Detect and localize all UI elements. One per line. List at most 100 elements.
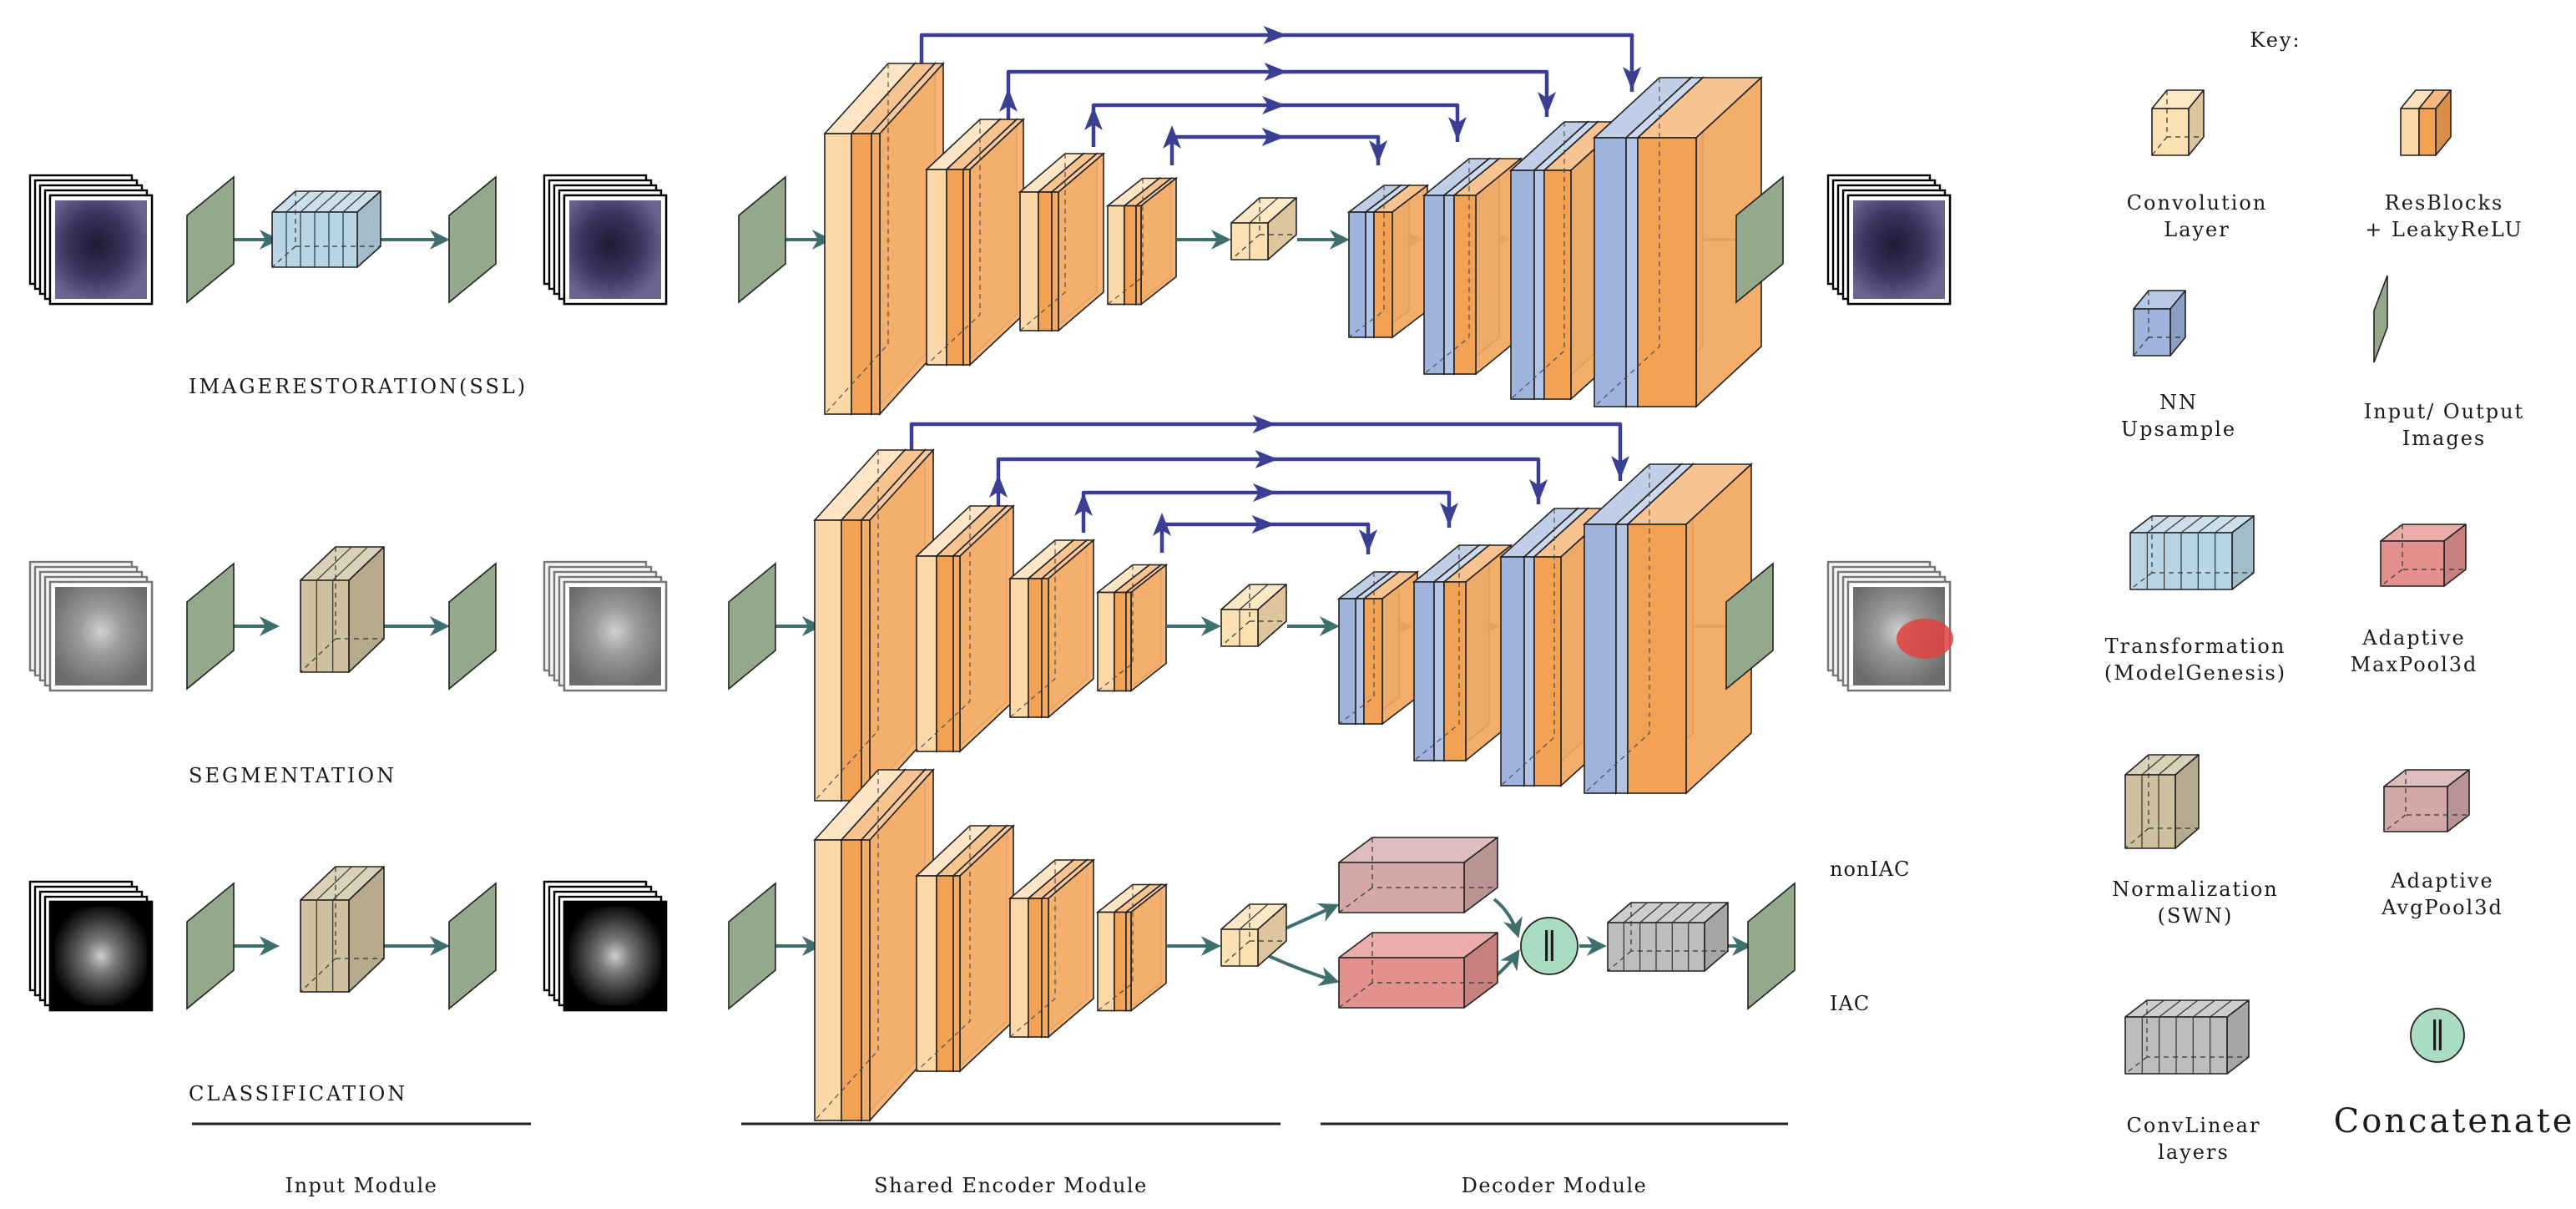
- cls-bottleneck-conv: [1220, 903, 1287, 967]
- ssl-output-image-stack: [1826, 174, 1952, 306]
- key-sublabel-avgpool: AvgPool3d: [2381, 896, 2503, 919]
- seg-input-image-stack: [28, 560, 154, 692]
- ssl-decoder-layer-2: [1422, 157, 1523, 376]
- key-sublabel-normalization: (SWN): [2158, 904, 2234, 928]
- ssl-output-panel: [1735, 175, 1784, 304]
- seg-encoder-layer-2-part: [951, 504, 1016, 753]
- seg-encoder-input-panel: [728, 562, 776, 690]
- key-icon-maxpool: [2380, 524, 2467, 587]
- ssl-encoder-layer-4-part: [1134, 176, 1179, 306]
- seg-skip-2-head-up: [989, 474, 1008, 498]
- cls-normalization-block: [300, 866, 385, 993]
- key-title: Key:: [2250, 28, 2301, 52]
- ssl-transformed-image-stack: [543, 174, 668, 306]
- seg-encoder-layer-4: [1095, 563, 1169, 693]
- seg-decoder-layer-1-part: [1361, 570, 1420, 726]
- key-sublabel-resblocks: + LeakyReLU: [2365, 218, 2523, 241]
- cls-concatenate-symbol: ∥: [1542, 928, 1557, 966]
- seg-decoder-layer-4-part: [1625, 463, 1754, 795]
- seg-encoder-layer-3: [1008, 539, 1096, 719]
- row-title-segmentation: SEGMENTATION: [189, 764, 397, 787]
- seg-decoder-layer-4: [1582, 463, 1754, 795]
- seg-decoder-layer-1: [1336, 570, 1420, 726]
- cls-encoder-input-panel: [728, 882, 776, 1010]
- seg-output-panel: [1725, 562, 1774, 690]
- ssl-skip-2-head-mid: [1264, 63, 1288, 81]
- ssl-input-panel: [186, 175, 235, 304]
- key-sublabel-transformation: (ModelGenesis): [2104, 661, 2286, 685]
- ssl-skip-1-head-mid: [1263, 26, 1287, 44]
- key-icon-convlinear: [2124, 999, 2250, 1075]
- ssl-encoder-layer-3: [1018, 152, 1106, 332]
- key-label-upsample: NN: [2159, 391, 2198, 414]
- key-label-normalization: Normalization: [2112, 878, 2279, 901]
- cls-avgpool-block: [1338, 837, 1498, 913]
- ssl-skip-3-head-up: [1084, 107, 1103, 130]
- seg-skip-3-head-mid: [1253, 483, 1276, 502]
- key-label-maxpool: Adaptive: [2361, 626, 2465, 650]
- ssl-decoder-layer-3: [1508, 120, 1627, 401]
- key-icon-convolution: [2151, 89, 2205, 156]
- key-label-convlinear: ConvLinear: [2127, 1114, 2261, 1137]
- ssl-decoder-layer-1-part: [1371, 184, 1430, 339]
- ssl-decoder-layer-4-part: [1635, 76, 1764, 408]
- output-label-iac: IAC: [1830, 992, 1870, 1015]
- key-label-resblocks: ResBlocks: [2385, 191, 2504, 215]
- seg-skip-3-head-down: [1440, 503, 1458, 526]
- cls-encoder-layer-4-part: [1124, 883, 1169, 1013]
- key-icon-transformation: [2129, 515, 2255, 590]
- key-sublabel-convlinear: layers: [2158, 1141, 2230, 1164]
- cls-encoder-layer-2: [914, 824, 1016, 1073]
- ssl-input-image-stack: [28, 174, 154, 306]
- ssl-decoder-layer-2-part: [1452, 157, 1523, 376]
- ssl-encoder-layer-4: [1105, 176, 1179, 306]
- ssl-skip-4-head-down: [1369, 140, 1387, 164]
- seg-encoder-layer-4-part: [1124, 563, 1169, 693]
- key-label-avgpool: Adaptive: [2390, 869, 2493, 893]
- row-title-classification: CLASSIFICATION: [189, 1082, 407, 1105]
- ssl-encoder-layer-1: [823, 61, 945, 417]
- key-label-convolution: Convolution: [2127, 191, 2268, 215]
- seg-skip-4-head-down: [1359, 529, 1377, 553]
- key-icon-concatenate-symbol: ∥: [2430, 1017, 2445, 1055]
- key-sublabel-upsample: Upsample: [2121, 417, 2236, 441]
- seg-decoder-layer-2: [1412, 544, 1513, 762]
- ssl-skip-2-head-up: [999, 89, 1018, 112]
- skip-connections: [902, 26, 1641, 554]
- seg-decoder-layer-2-part: [1442, 544, 1513, 762]
- key-icon-normalization: [2124, 754, 2200, 849]
- key-icon-upsample: [2133, 290, 2186, 357]
- seg-skip-2-head-mid: [1255, 450, 1279, 468]
- cls-encoder-layer-3: [1008, 858, 1096, 1039]
- ssl-decoder-layer-1: [1346, 184, 1430, 339]
- ssl-skip-1-head-down: [1623, 67, 1641, 90]
- key-icon-resblocks: [2400, 89, 2452, 156]
- seg-transformed-panel: [448, 562, 497, 690]
- seg-encoder-layer-2: [914, 504, 1016, 753]
- seg-input-panel: [186, 562, 235, 690]
- module-label-shared-encoder: Shared Encoder Module: [874, 1174, 1148, 1197]
- key-legend: Key: Convolution Layer ResBlocks + Leaky…: [2104, 28, 2573, 1164]
- key-icon-avgpool: [2383, 769, 2470, 832]
- cls-encoder-layer-3-part: [1039, 858, 1096, 1039]
- ssl-decoder-layer-4: [1592, 76, 1764, 408]
- key-sublabel-convolution: Layer: [2164, 218, 2230, 241]
- key-sublabel-maxpool: MaxPool3d: [2351, 653, 2478, 676]
- cls-output-panel: [1747, 882, 1796, 1010]
- ssl-encoder-input-panel: [738, 175, 786, 304]
- ssl-transformed-panel: [448, 175, 497, 304]
- key-icon-io-panel: [2373, 275, 2388, 363]
- ssl-encoder-layer-2: [924, 118, 1026, 367]
- module-label-input: Input Module: [285, 1174, 438, 1197]
- key-label-transformation: Transformation: [2105, 635, 2286, 658]
- ssl-skip-3-head-mid: [1262, 96, 1285, 114]
- cls-input-panel: [186, 882, 235, 1010]
- seg-skip-4-head-up: [1153, 513, 1171, 536]
- row-title-ssl: IMAGERESTORATION(SSL): [189, 375, 528, 398]
- ssl-skip-4: [1169, 134, 1381, 165]
- seg-skip-2-head-down: [1529, 479, 1548, 503]
- seg-skip-1-head-down: [1611, 456, 1629, 479]
- key-icon-resblocks-dark: [2418, 89, 2452, 156]
- cls-arrow-from-avgpool: [1493, 898, 1523, 938]
